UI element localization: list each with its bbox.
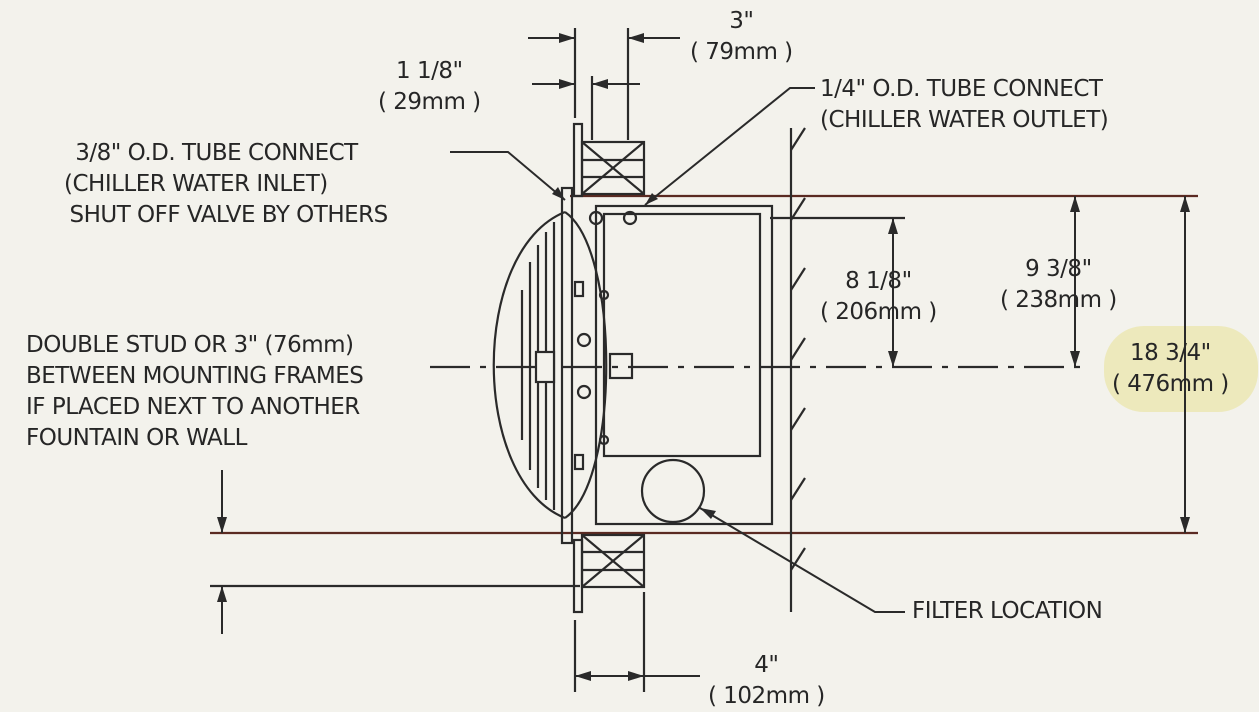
note-filter-location: FILTER LOCATION [912, 598, 1103, 624]
dim-9-3-8in: 9 3/8" ( 238mm ) [1000, 254, 1117, 316]
dim-18-3-4in: 18 3/4" ( 476mm ) [1112, 338, 1229, 400]
lower-stud-block [580, 533, 646, 589]
bowl-back [564, 211, 608, 519]
upper-stud-block [580, 140, 646, 196]
dim-8-1-8in-metric: ( 206mm ) [820, 299, 937, 325]
note-stud: DOUBLE STUD OR 3" (76mm) BETWEEN MOUNTIN… [26, 330, 364, 454]
inlet-leader [450, 151, 566, 201]
note-inlet-connect: 3/8" O.D. TUBE CONNECT (CHILLER WATER IN… [64, 138, 388, 231]
dim-9-3-8in-metric: ( 238mm ) [1000, 287, 1117, 313]
note-outlet-connect: 1/4" O.D. TUBE CONNECT (CHILLER WATER OU… [820, 74, 1109, 136]
outlet-tube-connect [622, 210, 638, 226]
chiller-inner [602, 212, 762, 458]
dim-3in-metric: ( 79mm ) [690, 39, 793, 65]
filter-leader [699, 507, 905, 613]
wall-hatching [790, 127, 806, 571]
dim-4in-metric: ( 102mm ) [708, 683, 825, 709]
dim-18-3-4in-metric: ( 476mm ) [1112, 371, 1229, 397]
note-stud-line-3: IF PLACED NEXT TO ANOTHER [26, 394, 360, 420]
dim-9-3-8in-imperial: 9 3/8" [1025, 256, 1092, 282]
note-inlet-line-2: (CHILLER WATER INLET) [64, 171, 328, 197]
note-stud-line-1: DOUBLE STUD OR 3" (76mm) [26, 332, 354, 358]
filter-canister [640, 458, 706, 524]
dimension-arrowheads [217, 33, 1190, 681]
dim-4in: 4" ( 102mm ) [708, 650, 825, 712]
dim-1-1-8in-metric: ( 29mm ) [378, 89, 481, 115]
note-stud-line-2: BETWEEN MOUNTING FRAMES [26, 363, 364, 389]
mounting-plate [560, 186, 574, 545]
outlet-leader [644, 87, 815, 206]
lower-bracket [572, 538, 584, 614]
note-outlet-line-1: 1/4" O.D. TUBE CONNECT [820, 76, 1103, 102]
dim-4in-imperial: 4" [754, 652, 779, 678]
note-inlet-line-1: 3/8" O.D. TUBE CONNECT [75, 140, 358, 166]
chiller-body [594, 204, 774, 526]
valve-block [608, 352, 634, 380]
dim-8-1-8in-imperial: 8 1/8" [845, 268, 912, 294]
dim-1-1-8in: 1 1/8" ( 29mm ) [378, 56, 481, 118]
note-inlet-line-3: SHUT OFF VALVE BY OTHERS [69, 202, 388, 228]
dim-3in: 3" ( 79mm ) [690, 6, 793, 68]
note-outlet-line-2: (CHILLER WATER OUTLET) [820, 107, 1109, 133]
inlet-tube-connect [588, 210, 604, 226]
bubbler [534, 350, 556, 384]
highlight-mark [1104, 326, 1258, 412]
bowl-front [492, 210, 566, 520]
upper-bracket [572, 122, 584, 198]
dim-18-3-4in-imperial: 18 3/4" [1130, 340, 1211, 366]
dim-8-1-8in: 8 1/8" ( 206mm ) [820, 266, 937, 328]
dim-3in-imperial: 3" [729, 8, 754, 34]
dim-1-1-8in-imperial: 1 1/8" [396, 58, 463, 84]
note-stud-line-4: FOUNTAIN OR WALL [26, 425, 247, 451]
